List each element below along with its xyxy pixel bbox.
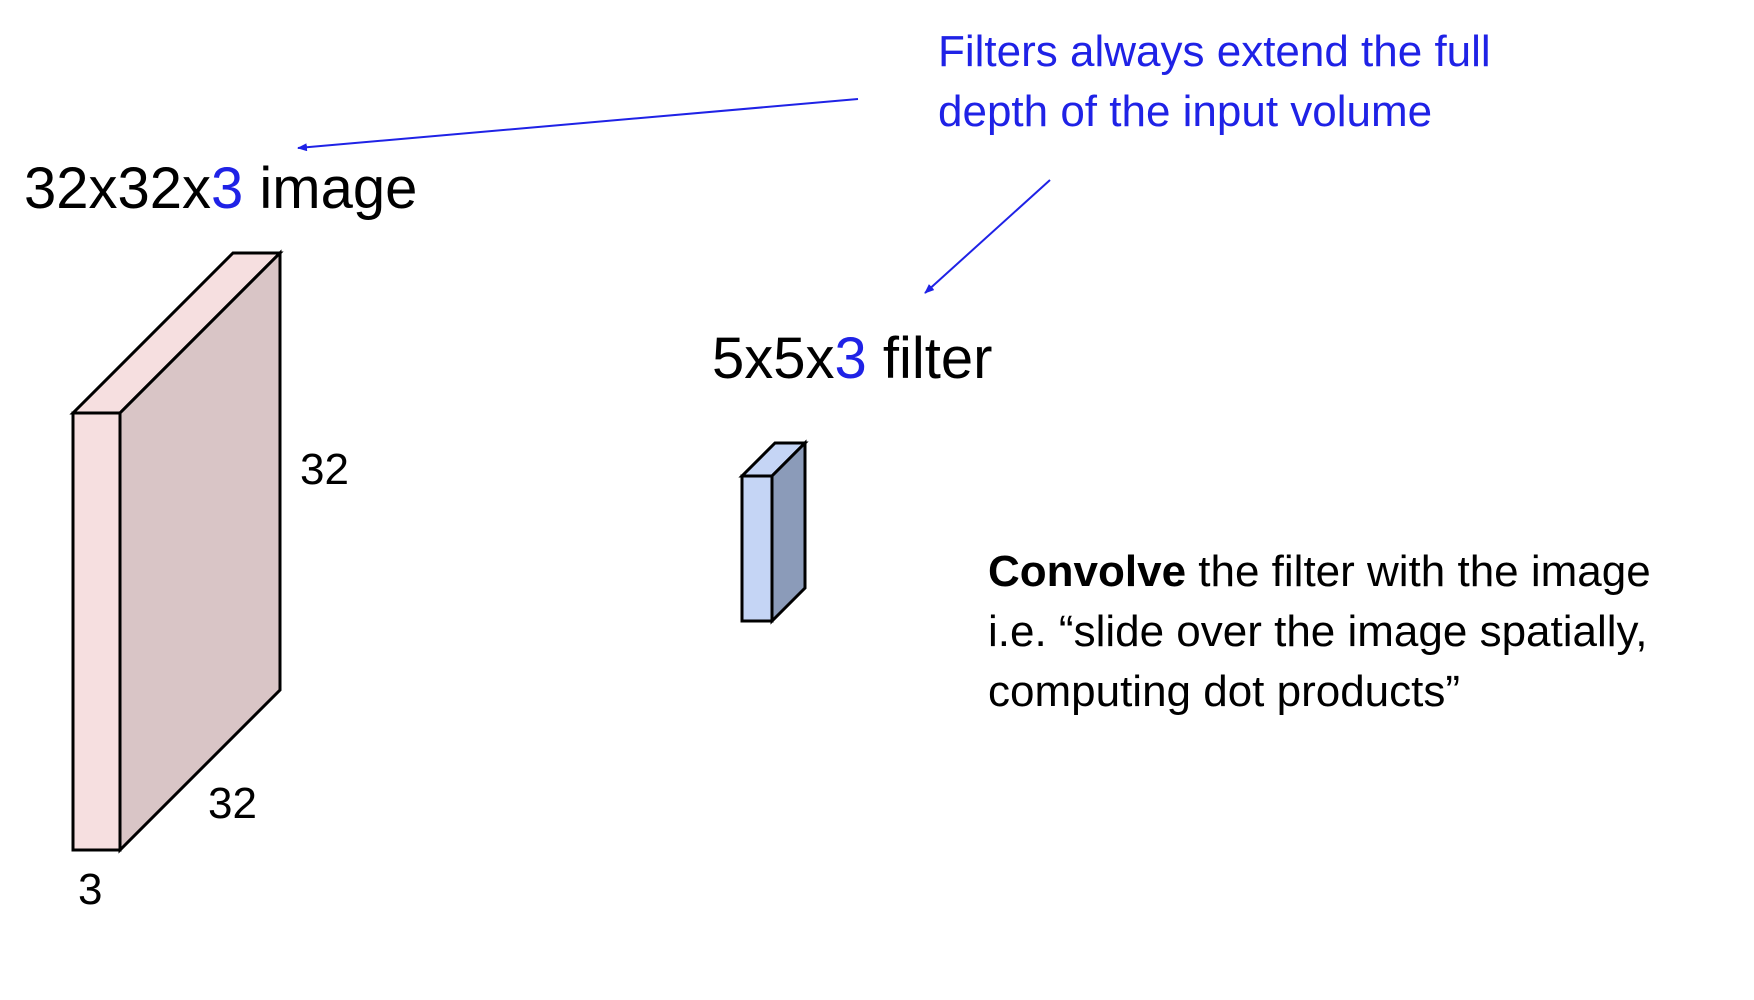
convolve-keyword: Convolve <box>988 547 1187 596</box>
convolve-line-1-rest: the filter with the image <box>1186 547 1651 596</box>
image-label-depth: 3 <box>211 156 244 221</box>
filter-label: 5x5x3 filter <box>712 330 992 388</box>
convolve-line-1: Convolve the filter with the image <box>988 542 1651 602</box>
image-label-size: 32x32x <box>24 156 212 221</box>
filter-volume-front-face <box>740 474 774 623</box>
filter-volume <box>738 439 809 625</box>
arrow-to-image-label <box>297 98 859 152</box>
image-volume <box>69 249 284 854</box>
convolve-line-2: i.e. “slide over the image spatially, <box>988 607 1648 656</box>
filter-label-depth: 3 <box>834 326 867 391</box>
arrow-to-filter-label <box>924 179 1051 294</box>
depth-note-line-2: depth of the input volume <box>938 87 1433 136</box>
filter-label-suffix: filter <box>866 326 993 391</box>
image-depth-label: 3 <box>78 865 103 914</box>
filter-label-size: 5x5x <box>712 326 835 391</box>
depth-note: Filters always extend the full depth of … <box>938 22 1491 142</box>
image-width-label: 32 <box>208 779 257 828</box>
convolve-description: Convolve the filter with the image i.e. … <box>988 542 1651 722</box>
filter-volume-side-face <box>770 439 807 625</box>
convolve-line-3: computing dot products” <box>988 667 1461 716</box>
image-label: 32x32x3 image <box>24 160 417 218</box>
image-label-suffix: image <box>243 156 418 221</box>
image-volume-front-face <box>71 411 122 852</box>
depth-note-line-1: Filters always extend the full <box>938 27 1491 76</box>
image-height-label: 32 <box>300 445 349 494</box>
